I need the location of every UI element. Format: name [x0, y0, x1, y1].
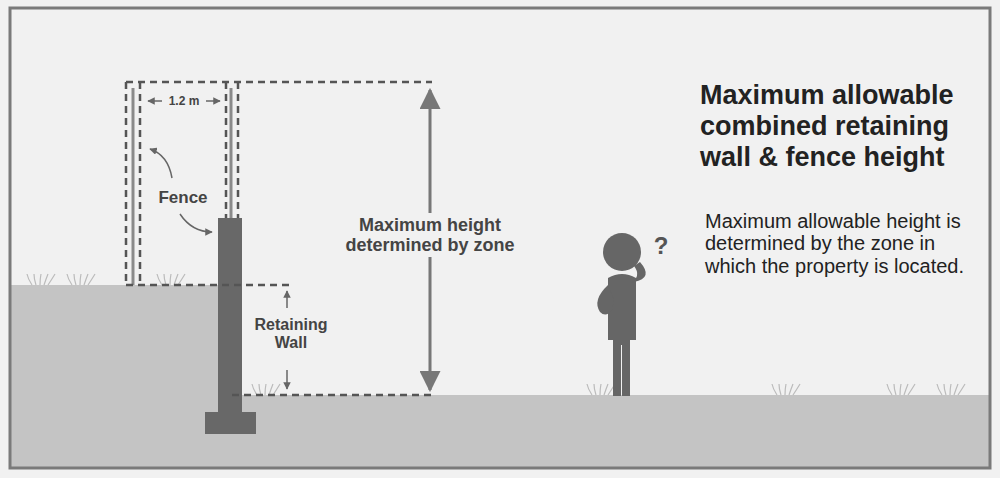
wall-height-arrow [286, 291, 288, 308]
fence-line [132, 88, 135, 285]
wall-footing [205, 412, 256, 434]
lower-ground [11, 395, 989, 467]
fence-leader [180, 214, 212, 232]
question-mark: ? [654, 233, 669, 260]
grass [27, 274, 965, 395]
frame [10, 8, 990, 468]
dimension-arrow [206, 100, 220, 102]
wall-label: Retaining Wall [251, 316, 331, 352]
person-figure [597, 233, 645, 396]
fence-leader [150, 149, 172, 178]
dimension-arrow [148, 100, 162, 102]
height-label: Maximum height determined by zone [327, 213, 533, 257]
diagram-title: Maximum allowable combined retaining wal… [700, 80, 970, 173]
dimension-label: 1.2 m [166, 93, 203, 110]
fence-line [230, 88, 233, 218]
wall-height-arrow [286, 370, 288, 389]
fence-label: Fence [158, 188, 207, 207]
retaining-wall [218, 218, 242, 414]
note-text: Maximum allowable height is determined b… [705, 210, 987, 277]
